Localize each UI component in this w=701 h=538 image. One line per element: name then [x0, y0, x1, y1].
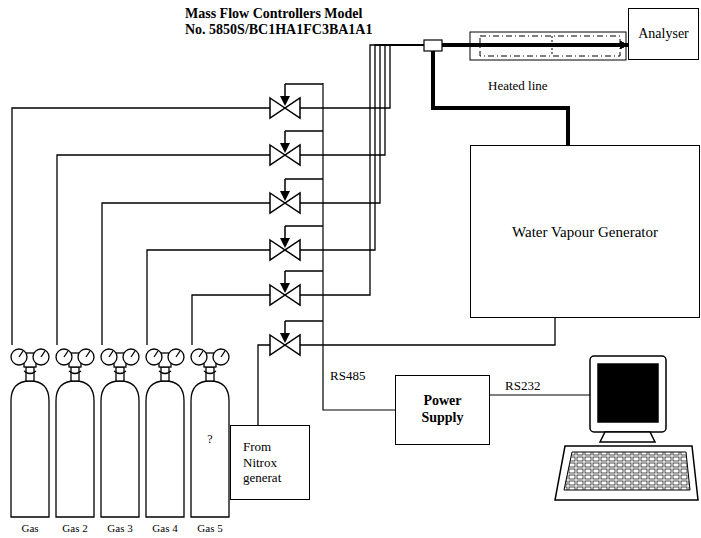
signal-label: RS232	[505, 378, 540, 394]
mass-flow-controllers	[270, 84, 323, 355]
heated-line-tube	[470, 32, 626, 60]
gas-cylinder-drawing	[53, 345, 97, 535]
rs485-bus	[323, 83, 395, 410]
signal-label: Heated line	[488, 78, 548, 94]
gas-cylinder: ? Gas 5	[188, 345, 232, 535]
cylinder-label: Gas	[21, 522, 38, 535]
generator-box: Water Vapour Generator	[470, 145, 700, 318]
box-text: Power Supply	[413, 393, 473, 427]
signal-label: RS485	[330, 368, 365, 384]
gas-cylinder-drawing	[8, 345, 52, 535]
gas-cylinder: Gas 3	[98, 345, 142, 535]
diagram-title: Mass Flow Controllers Model No. 5850S/BC…	[185, 6, 375, 38]
cylinder-label: Gas 4	[152, 522, 177, 535]
computer-icon	[555, 356, 698, 500]
box-text: Water Vapour Generator	[512, 223, 658, 241]
source-box: From Nitrox generat	[230, 425, 310, 500]
gas-cylinder: Gas	[8, 345, 52, 535]
gas-cylinder: Gas 4	[143, 345, 187, 535]
cylinder-label: Gas 2	[62, 522, 87, 535]
rs232-cable	[490, 394, 590, 395]
gas-cylinder-drawing	[143, 345, 187, 535]
cylinder-label: Gas 5	[197, 522, 222, 535]
box-text: Analyser	[638, 26, 689, 43]
cylinder-mark: ?	[207, 433, 212, 446]
box-text: From Nitrox generat	[243, 439, 299, 486]
power-supply-box: Power Supply	[395, 375, 490, 445]
gas-cylinder-drawing	[98, 345, 142, 535]
mixing-junction	[424, 40, 442, 51]
cylinder-label: Gas 3	[107, 522, 132, 535]
analyser-box: Analyser	[628, 8, 699, 60]
gas-cylinder: Gas 2	[53, 345, 97, 535]
